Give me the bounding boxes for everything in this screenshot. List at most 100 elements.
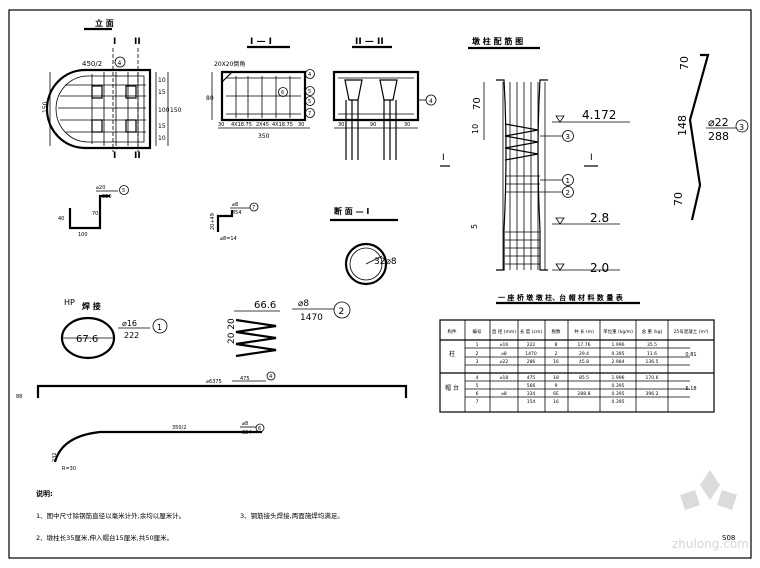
sec11-bdim-2: 2X45 xyxy=(256,122,269,128)
pile-callout-0: 3 xyxy=(566,133,570,141)
table-concrete: 0.81 xyxy=(685,352,696,358)
table-cell: 9 xyxy=(555,383,558,389)
sec22-dim-2: 30 xyxy=(404,122,410,128)
bar5-label: ⌀20 xyxy=(96,185,105,191)
bar4-length-sub: 475 xyxy=(240,376,250,382)
sec11-bdim-3: 4X18.75 xyxy=(272,122,293,128)
bar7-dim-1: ⌀8=14 xyxy=(220,236,237,242)
table-cell: 1.996 xyxy=(612,375,625,381)
table-header: 直 径 (mm) xyxy=(492,328,516,335)
table-header: 编号 xyxy=(473,328,482,335)
section-2-2: II — II 30 90 30 4 xyxy=(332,37,437,160)
circle-section-label: 32⌀8 xyxy=(374,257,397,267)
table-cell: 170.6 xyxy=(646,375,659,381)
table-header: 根数 xyxy=(552,328,561,335)
table-cell: ⌀18 xyxy=(500,375,509,381)
table-cell: 1470 xyxy=(525,351,537,357)
table-cell: 18 xyxy=(553,375,559,381)
elevation-dim-r0: 10 xyxy=(158,77,166,84)
svg-text:88: 88 xyxy=(16,394,22,400)
bar6-dim-1: R=30 xyxy=(62,466,76,472)
table-cell: 5 xyxy=(476,383,479,389)
table-cell: 1 xyxy=(476,342,479,348)
table-cell: 286 xyxy=(527,359,536,365)
table-cell: 2 xyxy=(555,351,558,357)
pile-elev-1: 2.8 xyxy=(590,211,609,225)
material-table: 一 座 桥 墩 墩 柱、台 帽 材 料 数 量 表 构件编号直 径 (mm)长 … xyxy=(439,293,715,413)
table-cell: 1.996 xyxy=(612,342,625,348)
bar5-length: 336 xyxy=(102,194,112,200)
table-cell: 2.984 xyxy=(612,359,625,365)
notes-item-3: 3、钢筋接头焊接,两面施焊均满足。 xyxy=(240,511,344,520)
elevation-mark-I-bottom: I xyxy=(113,151,116,161)
sec11-title: I — I xyxy=(250,37,272,47)
bar6-label: 350/2 xyxy=(172,425,186,431)
table-cell: 3 xyxy=(476,359,479,365)
bar2-callout: 2 xyxy=(339,307,345,317)
bar6-length: 334 xyxy=(242,430,252,436)
bar1-hp: HP xyxy=(64,298,75,307)
sec11-callout-4: 7 xyxy=(308,111,311,117)
elevation-mark-II-bottom: II xyxy=(134,151,141,161)
sheet-border xyxy=(8,9,752,559)
table-header: 总 重 (kg) xyxy=(642,328,663,335)
elevation-dim-r2: 100 xyxy=(158,107,170,114)
table-cell: 85.5 xyxy=(579,375,589,381)
pile-title: 墩 柱 配 筋 图 xyxy=(472,36,523,46)
bar2-width: 66.6 xyxy=(254,300,276,311)
elevation-dim-r1: 15 xyxy=(158,89,166,96)
elevation-dim-r3: 15 xyxy=(158,123,166,130)
notes: 说明: 1、图中尺寸除钢筋直径以毫米计外,余均以厘米计。 2、墩柱长35厘米,伸… xyxy=(36,489,344,542)
table-header: 共 长 (m) xyxy=(574,328,594,335)
bar3-dim-top: 70 xyxy=(678,56,691,70)
sec22-callout: 4 xyxy=(429,98,433,105)
table-cell: 475 xyxy=(527,375,536,381)
bar4-callout: 4 xyxy=(269,374,272,380)
sec11-bdim-4: 30 xyxy=(298,122,304,128)
table-cell: 35.5 xyxy=(647,342,657,348)
table-cell: 2 xyxy=(476,351,479,357)
elevation-dim-outer: 150 xyxy=(170,107,182,114)
elevation-left-dim: 150 xyxy=(42,101,49,113)
bar7-label: ⌀8 xyxy=(232,202,238,208)
sec11-callout-3: 5 xyxy=(308,99,311,105)
sheet-number: S08 xyxy=(722,534,735,542)
bar1-length: 222 xyxy=(124,331,139,340)
table-cell: 288.8 xyxy=(578,391,591,397)
bar6-dia: ⌀8 xyxy=(242,421,248,427)
elevation-view: 立 面 I II I II 450/2 4 150 10 15 xyxy=(42,18,182,161)
pile-elev-2: 2.0 xyxy=(590,261,609,275)
bar3-callout: 3 xyxy=(739,123,744,132)
bar3-dim-mid: 148 xyxy=(676,115,689,136)
pile-dim-5: 5 xyxy=(470,224,479,229)
elevation-dim-r4: 10 xyxy=(158,135,166,142)
watermark-text: zhulong.com xyxy=(672,537,749,551)
notes-title: 说明: xyxy=(36,489,53,498)
sec11-callout-0: 4 xyxy=(308,72,311,78)
table-cell: 4 xyxy=(476,375,479,381)
notes-item-2: 2、墩柱长35厘米,伸入帽台15厘米,共50厘米。 xyxy=(36,533,173,542)
pile-callout-2: 2 xyxy=(566,189,570,197)
pile-dim-70: 70 xyxy=(472,97,483,110)
table-cell: 0.395 xyxy=(612,383,625,389)
sec22-dim-0: 30 xyxy=(338,122,344,128)
table-cell: 6E xyxy=(553,391,559,397)
table-concrete: 5.18 xyxy=(685,386,696,392)
bar-2-detail: 66.6 20 20 ⌀8 1470 2 xyxy=(227,299,351,358)
table-cell: ⌀22 xyxy=(500,359,509,365)
bar1-title: 焊 接 xyxy=(82,301,101,311)
table-cell: 29.4 xyxy=(579,351,589,357)
elevation-callout: 4 xyxy=(118,60,122,67)
table-cell: 8 xyxy=(555,342,558,348)
bar7-dim-0: 20+49 xyxy=(210,213,216,230)
bar1-dia: ⌀16 xyxy=(122,319,137,328)
table-header: 构件 xyxy=(448,328,457,335)
table-cell: ⌀8 xyxy=(501,351,507,357)
bar7-callout: 7 xyxy=(252,205,255,211)
table-cell: 0.395 xyxy=(612,391,625,397)
circle-section-title: 断 面 — I xyxy=(334,206,369,216)
elevation-mark-I: I xyxy=(113,37,116,47)
bar7-length: 854 xyxy=(232,210,242,216)
bar-4-detail: ⌀6375 475 4 88 xyxy=(16,371,408,400)
